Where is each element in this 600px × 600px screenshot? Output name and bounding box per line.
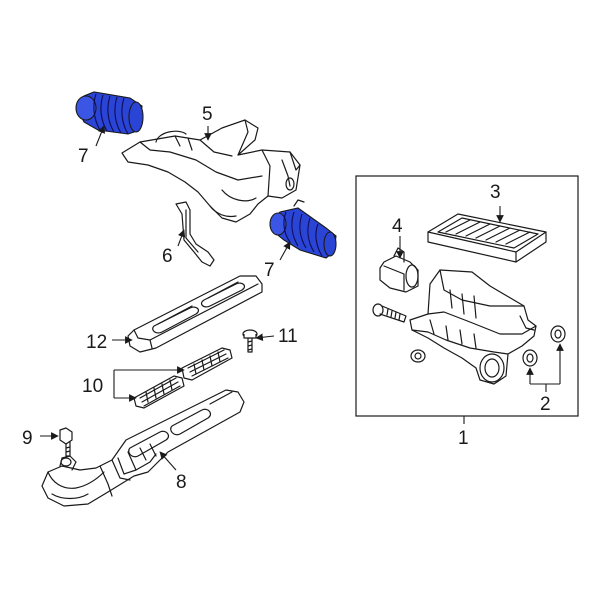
callout-10: 10 [82,376,103,397]
air-intake-hose-upper[interactable] [75,91,144,135]
callout-11: 11 [278,326,298,347]
callout-12: 12 [86,332,107,353]
callout-3: 3 [490,182,501,203]
callout-1: 1 [458,428,469,449]
grille-part-lower[interactable] [133,375,185,409]
callout-5: 5 [202,104,213,125]
callout-7-upper: 7 [78,146,89,167]
callout-2: 2 [540,394,551,415]
grille-part-upper[interactable] [181,347,233,381]
lower-duct-part[interactable] [41,389,245,507]
callout-8: 8 [176,472,187,493]
bolt-part-11[interactable] [242,329,258,353]
callout-9: 9 [22,428,33,449]
grommet-part-lower[interactable] [522,349,538,367]
bracket-part[interactable] [175,201,215,267]
assembly-box [355,175,579,417]
mass-air-flow-sensor-part[interactable] [379,247,419,293]
callout-6: 6 [162,246,173,267]
housing-bolt-part[interactable] [372,303,407,323]
cover-part[interactable] [127,275,263,353]
leader-lines [40,125,564,471]
bolt-part-9[interactable] [59,427,73,457]
callout-7-lower: 7 [264,260,275,281]
air-cleaner-housing-part[interactable] [409,269,537,385]
grommet-part-upper[interactable] [550,325,566,343]
callout-4: 4 [392,216,403,237]
air-filter-part[interactable] [427,213,547,263]
air-intake-hose-lower[interactable] [269,199,337,259]
intake-duct-part[interactable] [121,119,301,223]
grommet-part-left[interactable] [410,349,426,363]
